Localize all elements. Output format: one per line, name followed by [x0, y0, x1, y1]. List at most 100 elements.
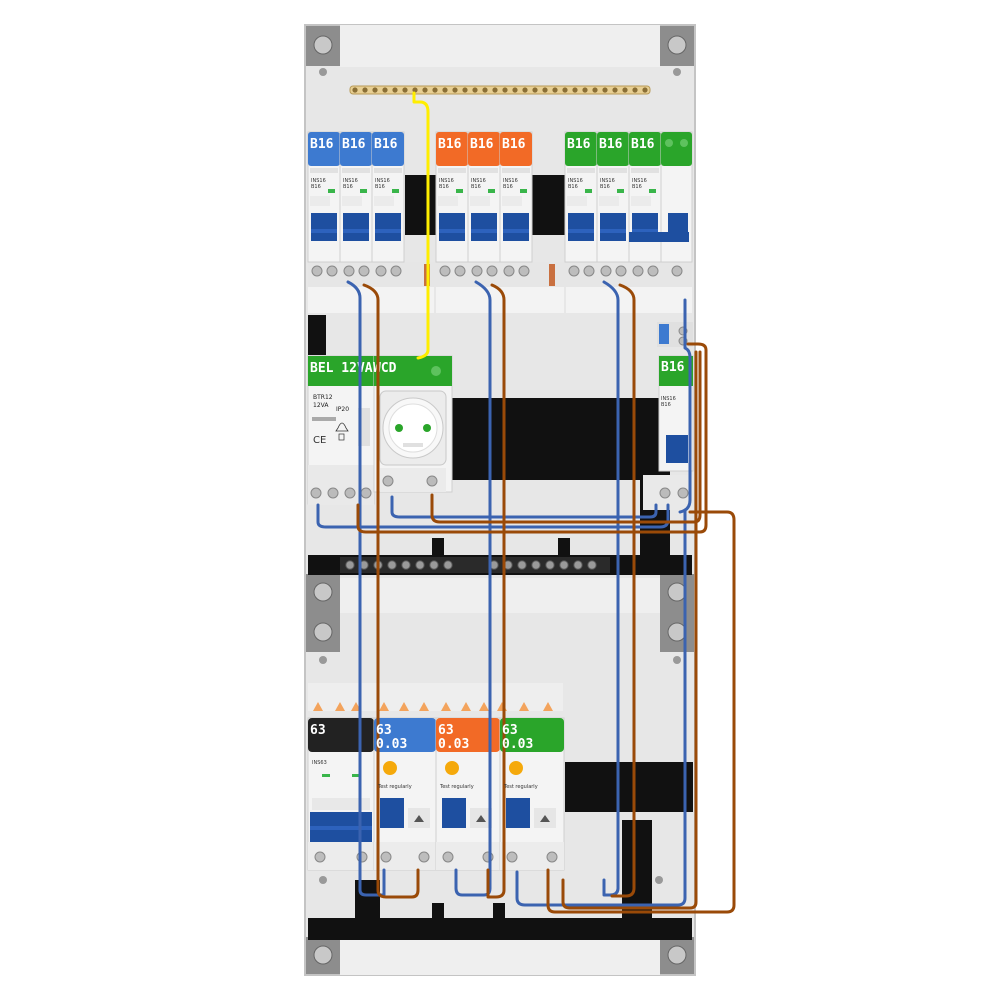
breaker-model: INS16 [568, 178, 583, 184]
busbar-screw [492, 87, 498, 93]
busbar-screw [602, 87, 608, 93]
test-button[interactable] [383, 761, 397, 775]
brown-wire-6 [546, 510, 736, 914]
busbar-screw [352, 87, 358, 93]
terminal-screw [345, 560, 355, 570]
breaker-green [564, 131, 598, 277]
breaker-label: B16 [567, 137, 591, 152]
breaker-rating: B16 [471, 184, 481, 190]
bin-icon [338, 433, 345, 441]
busbar-screw [452, 87, 458, 93]
earth-busbar [349, 85, 651, 95]
brown-wire-2 [486, 283, 506, 899]
brown-wire-5 [430, 350, 702, 524]
breaker-orange [467, 131, 501, 277]
breaker-model: INS16 [632, 178, 647, 184]
right-breaker-model: INS16 [661, 396, 676, 402]
terminal-screw [545, 560, 555, 570]
busbar-screw [522, 87, 528, 93]
breaker-rating: B16 [568, 184, 578, 190]
breaker-model: INS16 [311, 178, 326, 184]
neutral-terminal-strip [340, 557, 610, 573]
busbar-screw [532, 87, 538, 93]
busbar-screw [622, 87, 628, 93]
terminal-screw [517, 560, 527, 570]
busbar-screw [612, 87, 618, 93]
rcd-blue [373, 717, 437, 871]
terminal-screw [401, 560, 411, 570]
mount-screw-bl [306, 937, 340, 974]
busbar-screw [562, 87, 568, 93]
breaker-orange [435, 131, 469, 277]
busbar-screw [502, 87, 508, 93]
busbar-screw [402, 87, 408, 93]
test-button[interactable] [509, 761, 523, 775]
busbar-screw [362, 87, 368, 93]
terminal-screw [573, 560, 583, 570]
rcd-green [499, 717, 565, 871]
terminal-screw [443, 560, 453, 570]
breaker-toggle-lever[interactable] [471, 213, 497, 241]
busbar-screw [422, 87, 428, 93]
brown-wire-3 [610, 283, 636, 898]
blue-wire-1 [346, 280, 386, 897]
busbar-screw [442, 87, 448, 93]
busbar-screw [552, 87, 558, 93]
test-text: Test regularly [377, 784, 412, 790]
brown-wire-7 [561, 350, 698, 910]
device-label-line1: 63 [502, 723, 518, 738]
breaker-model: INS16 [343, 178, 358, 184]
transformer-model: BTR12 [313, 394, 333, 401]
busbar-screw [592, 87, 598, 93]
busbar-screw [392, 87, 398, 93]
transformer-rating: 12VA [313, 402, 329, 409]
rcd-lever[interactable] [442, 798, 466, 828]
breaker-rating: B16 [439, 184, 449, 190]
terminal-screw [429, 560, 439, 570]
breaker-label: B16 [631, 137, 655, 152]
ce-mark: CE [313, 435, 326, 446]
breaker-toggle-lever[interactable] [600, 213, 626, 241]
test-button[interactable] [445, 761, 459, 775]
breaker-toggle-lever[interactable] [311, 213, 337, 241]
device-label-line1: 63 [310, 723, 326, 738]
right-breaker-label: B16 [661, 360, 685, 375]
mount-screw-ml [306, 574, 340, 652]
rcd-lever[interactable] [380, 798, 404, 828]
breaker-green [596, 131, 630, 277]
breaker-toggle-lever[interactable] [503, 213, 529, 241]
breaker-label: B16 [342, 137, 366, 152]
breaker-label: B16 [374, 137, 398, 152]
breaker-green [628, 131, 662, 277]
breaker-toggle-lever[interactable] [439, 213, 465, 241]
breaker-toggle-lever[interactable] [568, 213, 594, 241]
busbar-screw [472, 87, 478, 93]
breaker-toggle-lever[interactable] [343, 213, 369, 241]
breaker-toggle-lever[interactable] [375, 213, 401, 241]
mount-screw-mr [660, 574, 694, 652]
transformer-label: BEL 12VA [310, 361, 373, 376]
breaker-model: INS16 [439, 178, 454, 184]
busbar-screw [462, 87, 468, 93]
mount-screw-tl [306, 26, 340, 66]
breaker-rating: B16 [600, 184, 610, 190]
terminal-screw [415, 560, 425, 570]
mount-screw-tr [660, 26, 694, 66]
breaker-label: B16 [438, 137, 462, 152]
terminal-screw [559, 560, 569, 570]
brown-wire-1 [362, 283, 420, 899]
rcd-lever[interactable] [506, 798, 530, 828]
breaker-label: B16 [599, 137, 623, 152]
busbar-screw [432, 87, 438, 93]
right-breaker-lever[interactable] [666, 435, 688, 463]
test-text: Test regularly [439, 784, 474, 790]
bell-icon [335, 422, 349, 432]
transformer-ip: IP20 [336, 406, 349, 413]
busbar-screw [482, 87, 488, 93]
right-breaker: B16 INS16 B16 [643, 322, 694, 510]
breaker-model: INS16 [471, 178, 486, 184]
breaker-blue [371, 131, 405, 277]
blue-wire-5 [390, 495, 658, 519]
busbar-screw [542, 87, 548, 93]
